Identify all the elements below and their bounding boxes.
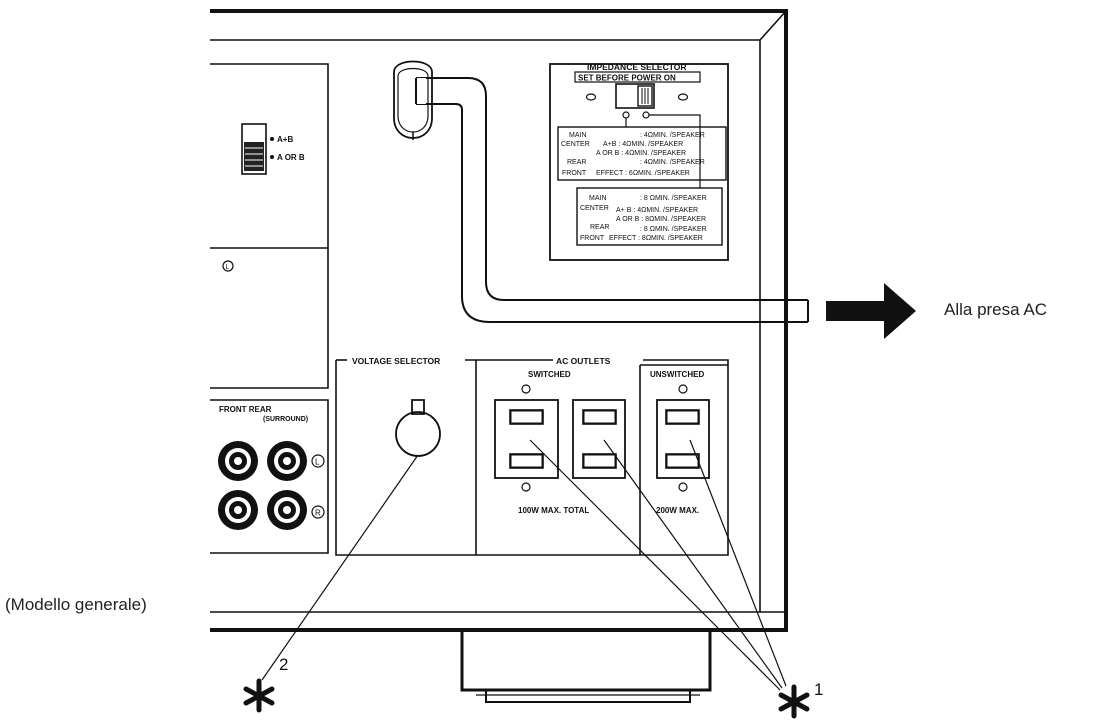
callout-leader-lines: [261, 439, 787, 691]
voltage-selector-title: VOLTAGE SELECTOR: [352, 356, 440, 366]
svg-text:A OR B : 4ΩMIN. /SPEAKER: A OR B : 4ΩMIN. /SPEAKER: [596, 150, 686, 157]
rca-jack-front-right[interactable]: [218, 490, 258, 530]
ac-outlets-panel: [476, 359, 729, 556]
svg-text:REAR: REAR: [590, 224, 609, 231]
svg-text:: 4ΩMIN. /SPEAKER: : 4ΩMIN. /SPEAKER: [640, 132, 705, 139]
ac-outlets-title: AC OUTLETS: [556, 356, 611, 366]
to-ac-outlet-label: Alla presa AC: [944, 300, 1047, 319]
front-rear-subtitle: (SURROUND): [263, 416, 308, 423]
impedance-slide-switch[interactable]: [615, 83, 655, 109]
svg-text:CENTER: CENTER: [580, 205, 609, 212]
arrow-to-ac-icon: [826, 283, 916, 339]
unswitched-outlet[interactable]: [656, 399, 710, 479]
svg-text:EFFECT : 8ΩMIN. /SPEAKER: EFFECT : 8ΩMIN. /SPEAKER: [609, 235, 703, 242]
svg-text:A+ B : 4ΩMIN. /SPEAKER: A+ B : 4ΩMIN. /SPEAKER: [616, 207, 698, 214]
impedance-subtitle: SET BEFORE POWER ON: [578, 74, 676, 83]
unswitched-max-label: 200W MAX.: [656, 506, 699, 515]
svg-text:L: L: [226, 264, 230, 271]
impedance-selector: IMPEDANCE SELECTOR SET BEFORE POWER ON M…: [549, 62, 729, 261]
svg-text:FRONT: FRONT: [580, 235, 605, 242]
front-rear-jack-panel: FRONT REAR (SURROUND) L: [210, 399, 329, 554]
impedance-box-lower: [576, 187, 723, 246]
rca-jack-rear-left[interactable]: [267, 441, 307, 481]
impedance-box-lower-rows: MAIN : 8 ΩMIN. /SPEAKER CENTER A+ B : 4Ω…: [580, 195, 707, 242]
voltage-selector-panel: [335, 359, 477, 556]
svg-text:L: L: [315, 458, 320, 467]
svg-text:MAIN: MAIN: [589, 195, 607, 202]
speaker-switch[interactable]: A+B A OR B: [241, 123, 305, 175]
outlet-screw-holes: [521, 384, 688, 492]
channel-mark-right: R: [311, 505, 325, 519]
svg-text:REAR: REAR: [567, 159, 586, 166]
front-rear-title: FRONT REAR: [219, 405, 272, 414]
svg-text:R: R: [315, 509, 321, 518]
switched-outlet-2[interactable]: [572, 399, 626, 479]
svg-text:EFFECT : 6ΩMIN. /SPEAKER: EFFECT : 6ΩMIN. /SPEAKER: [596, 170, 690, 177]
switch-label-a-or-b: A OR B: [277, 153, 305, 162]
callout-number-2: 2: [279, 655, 288, 674]
svg-text:CENTER: CENTER: [561, 141, 590, 148]
unswitched-label: UNSWITCHED: [650, 370, 704, 379]
svg-text:A OR B : 8ΩMIN. /SPEAKER: A OR B : 8ΩMIN. /SPEAKER: [616, 216, 706, 223]
chassis: [210, 9, 788, 632]
model-note-label: (Modello generale): [5, 595, 147, 614]
impedance-box-upper-rows: MAIN : 4ΩMIN. /SPEAKER CENTER A+B : 4ΩMI…: [561, 132, 705, 177]
svg-text:FRONT: FRONT: [562, 170, 587, 177]
asterisk-2-icon: [243, 678, 275, 713]
svg-text:: 4ΩMIN. /SPEAKER: : 4ΩMIN. /SPEAKER: [640, 159, 705, 166]
switched-label: SWITCHED: [528, 370, 571, 379]
left-channel-mark-upper: L: [222, 260, 234, 272]
rca-jack-rear-right[interactable]: [267, 490, 307, 530]
switched-outlet-1[interactable]: [494, 399, 559, 479]
svg-text:MAIN: MAIN: [569, 132, 587, 139]
svg-text:: 8 ΩMIN. /SPEAKER: : 8 ΩMIN. /SPEAKER: [640, 226, 707, 233]
power-cord: [393, 60, 809, 323]
svg-text:: 8 ΩMIN. /SPEAKER: : 8 ΩMIN. /SPEAKER: [640, 195, 707, 202]
rca-jack-front-left[interactable]: [218, 441, 258, 481]
chassis-foot: [460, 630, 712, 703]
impedance-title: IMPEDANCE SELECTOR: [587, 62, 687, 72]
voltage-selector-knob[interactable]: [395, 399, 441, 457]
asterisk-1-icon: [778, 684, 810, 719]
impedance-box-upper: [557, 126, 727, 181]
callout-number-1: 1: [814, 680, 823, 699]
switched-max-label: 100W MAX. TOTAL: [518, 506, 589, 515]
channel-mark-left: L: [311, 454, 325, 468]
switch-label-ab: A+B: [277, 135, 293, 144]
svg-text:A+B : 4ΩMIN. /SPEAKER: A+B : 4ΩMIN. /SPEAKER: [603, 141, 683, 148]
left-upper-panel: [210, 63, 329, 389]
